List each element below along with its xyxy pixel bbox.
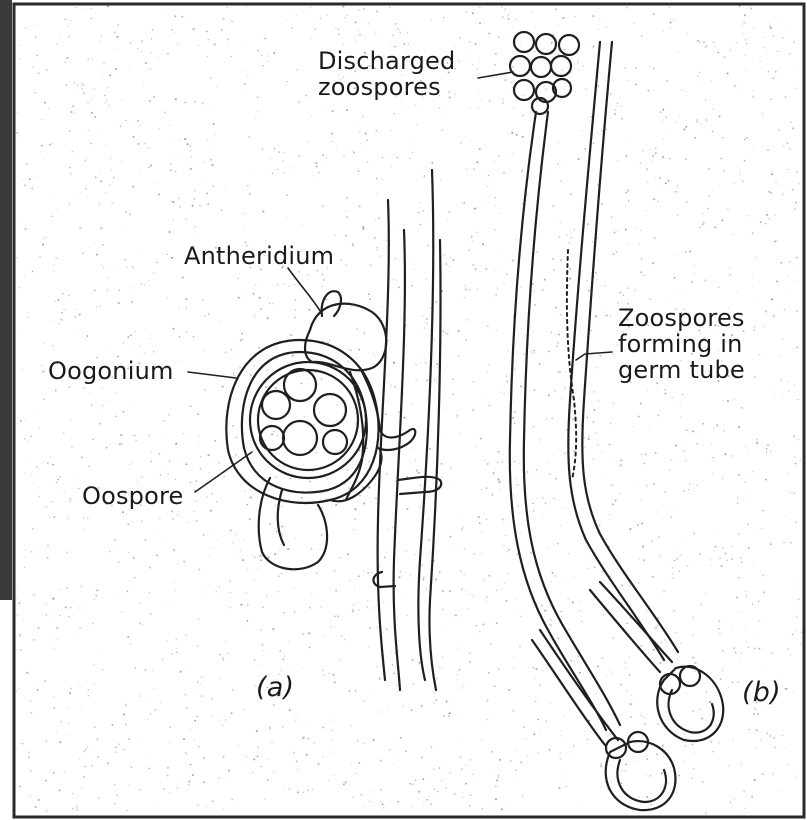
globule	[283, 421, 317, 455]
globule	[314, 394, 346, 426]
globule	[323, 430, 347, 454]
label-antheridium: Antheridium	[184, 243, 334, 269]
antheridium-body	[305, 304, 386, 371]
leader-zoospores-forming	[576, 352, 612, 360]
label-oogonium: Oogonium	[48, 358, 174, 384]
left-edge-shadow	[0, 0, 12, 600]
hypha-strand	[540, 630, 618, 740]
background-stipple	[15, 5, 802, 814]
zoospore	[514, 32, 534, 52]
zoospore	[514, 80, 534, 100]
globule	[260, 426, 284, 450]
panel-label-a: (a)	[256, 675, 294, 701]
host-filament-left	[378, 200, 389, 680]
host-branch-bottom	[373, 572, 395, 587]
label-discharged-zoospores: Discharged zoospores	[318, 48, 455, 100]
panel-b-structure	[510, 32, 723, 810]
leader-oospore	[195, 452, 252, 492]
zoospore	[536, 34, 556, 54]
label-line: germ tube	[618, 357, 745, 383]
sporangium-knob	[660, 674, 680, 694]
label-zoospores-forming: Zoospores forming in germ tube	[618, 305, 745, 383]
zoospore	[531, 57, 551, 77]
leader-oogonium	[188, 372, 236, 378]
zoospore	[551, 56, 571, 76]
label-line: forming in	[618, 331, 745, 357]
oospore-outer	[250, 362, 366, 478]
sporangium-knob	[680, 666, 700, 686]
label-line: zoospores	[318, 74, 455, 100]
host-filament-right-1	[418, 170, 433, 680]
sporangium-right-outer	[657, 667, 723, 741]
sporangium-right-inner	[669, 690, 714, 733]
hypha-strand	[532, 640, 605, 745]
sporangium-bottom-inner	[617, 760, 665, 802]
label-oospore: Oospore	[82, 483, 184, 509]
hypha-strand	[600, 582, 672, 662]
leader-antheridium	[288, 268, 322, 314]
label-line: Zoospores	[618, 305, 745, 331]
zoospore	[510, 56, 530, 76]
host-filament-mid	[394, 230, 405, 690]
figure-border	[14, 4, 804, 817]
globule	[262, 391, 290, 419]
panel-label-b: (b)	[742, 680, 781, 706]
globule	[284, 369, 316, 401]
label-line: Discharged	[318, 48, 455, 74]
leader-discharged-zoospores	[478, 72, 513, 78]
zoospore	[559, 35, 579, 55]
